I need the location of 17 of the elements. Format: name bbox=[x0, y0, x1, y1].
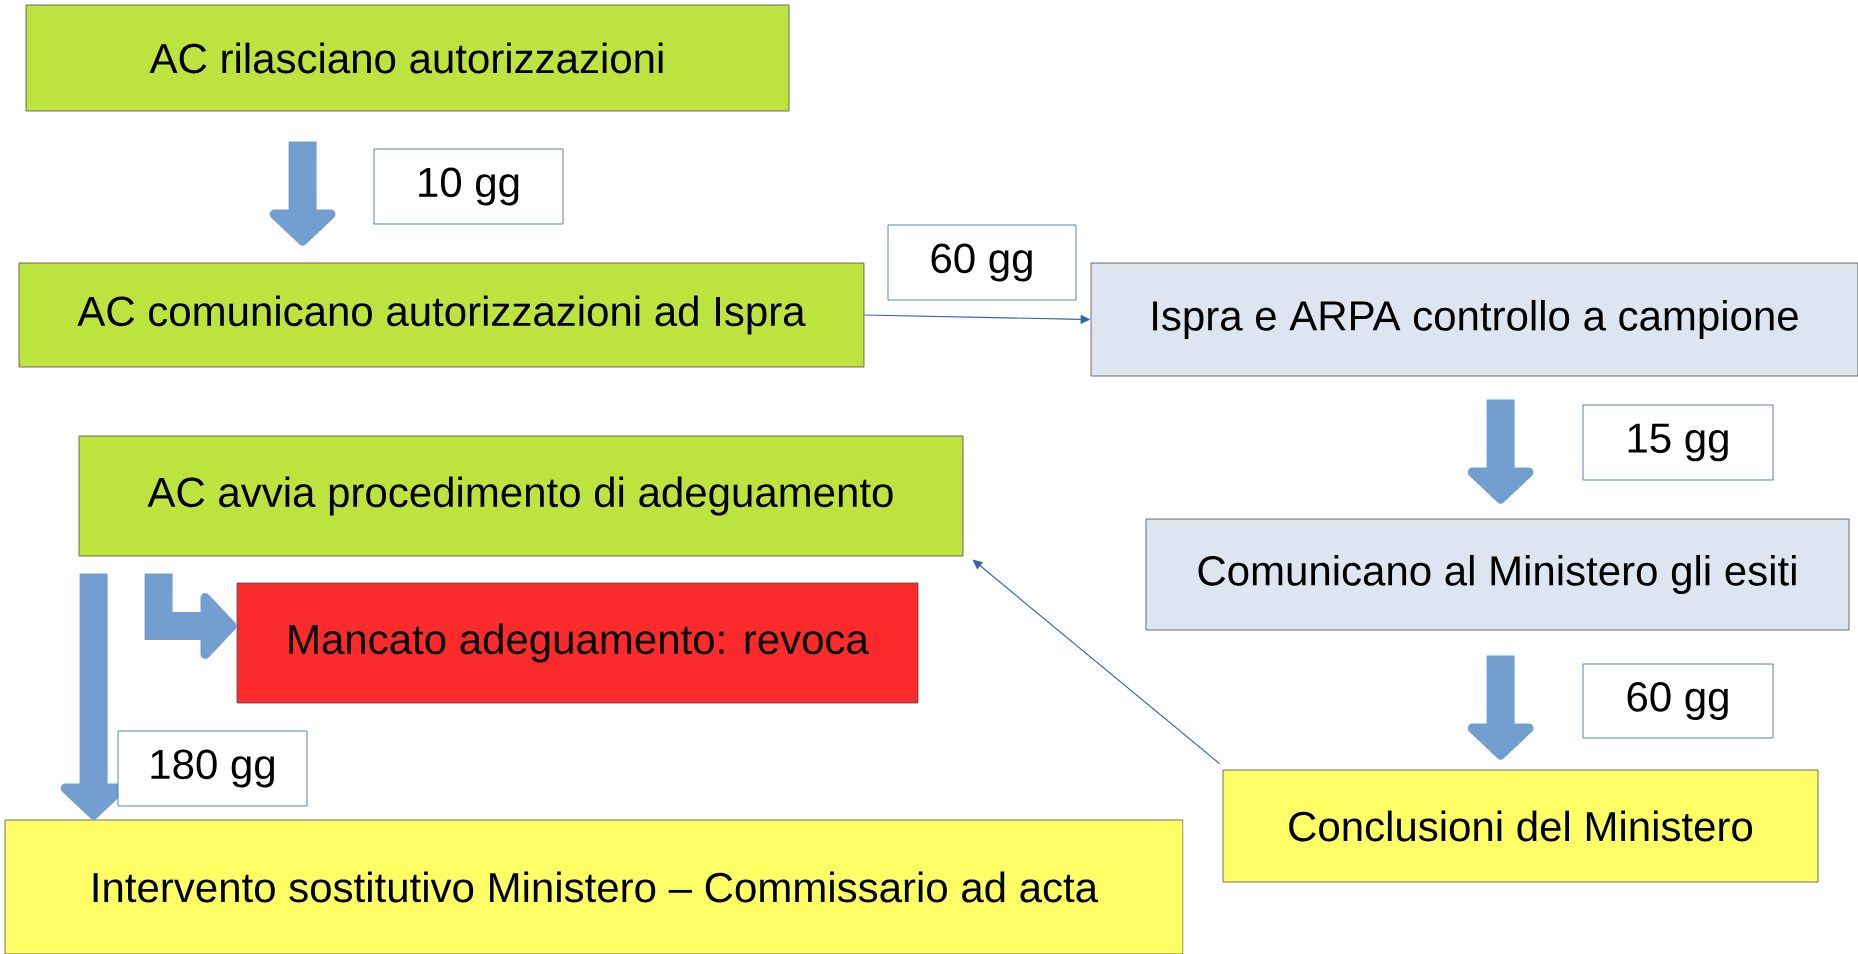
arrow bbox=[1467, 655, 1534, 760]
process-box: AC comunicano autorizzazioni ad Ispra bbox=[18, 262, 865, 368]
arrow bbox=[1467, 399, 1534, 504]
process-box: Intervento sostitutivo Ministero – Commissario ad acta bbox=[4, 819, 1184, 954]
process-box: Ispra e ARPA controllo a campione bbox=[1090, 262, 1858, 377]
arrow bbox=[269, 141, 336, 246]
process-box: Conclusioni del Ministero bbox=[1222, 769, 1819, 883]
arrow bbox=[972, 559, 1221, 765]
edge-label: 15 gg bbox=[1582, 404, 1774, 481]
process-box: AC rilasciano autorizzazioni bbox=[25, 4, 790, 112]
edge-label: 60 gg bbox=[1582, 663, 1774, 739]
process-box: Mancato adeguamento: revoca bbox=[236, 582, 919, 704]
edge-label: 180 gg bbox=[117, 730, 308, 807]
edge-label: 60 gg bbox=[887, 224, 1077, 301]
process-box: AC avvia procedimento di adeguamento bbox=[78, 435, 964, 557]
process-box: Comunicano al Ministero gli esiti bbox=[1145, 518, 1850, 631]
edge-label: 10 gg bbox=[373, 148, 564, 225]
